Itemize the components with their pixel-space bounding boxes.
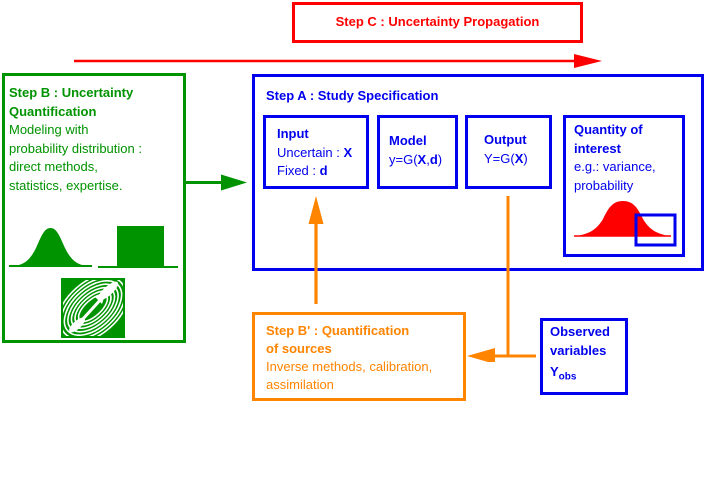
input-title: Input <box>277 126 309 141</box>
step-b-body-line4: statistics, expertise. <box>9 177 123 193</box>
uniform-distribution-icon <box>98 226 178 268</box>
observed-variable-symbol: Yobs <box>550 364 577 383</box>
sources-to-input-arrow-icon <box>308 196 324 304</box>
step-b-prime-body-line2: assimilation <box>266 377 334 392</box>
model-title: Model <box>389 133 427 148</box>
step-a-box: Step A : Study Specification Input Uncer… <box>252 74 704 271</box>
step-a-title: Step A : Study Specification <box>266 88 439 103</box>
output-title: Output <box>484 132 527 147</box>
observed-title-line2: variables <box>550 342 607 358</box>
step-b-prime-body-line1: Inverse methods, calibration, <box>266 359 433 374</box>
output-formula: Y=G(X) <box>484 150 528 166</box>
observed-title-line1: Observed <box>550 324 610 339</box>
input-box: Input Uncertain : X Fixed : d <box>263 115 369 189</box>
tail-probability-icon <box>574 201 677 247</box>
observed-to-sources-arrow-icon <box>467 196 536 362</box>
step-b-body-line2: probability distribution : <box>9 140 142 156</box>
uncertainty-propagation-arrow-icon <box>74 54 602 68</box>
quantity-title-line1: Quantity of <box>574 122 643 137</box>
step-b-body-line3: direct methods, <box>9 159 98 174</box>
gaussian-distribution-icon <box>9 228 92 267</box>
step-b-title-line1: Step B : Uncertainty <box>9 85 134 100</box>
input-fixed-line: Fixed : d <box>277 163 328 178</box>
quantity-title-line2: interest <box>574 140 621 156</box>
input-uncertain-line: Uncertain : X <box>277 144 353 160</box>
step-b-body-line1: Modeling with <box>9 122 89 137</box>
step-b-to-step-a-arrow-icon <box>186 174 247 191</box>
observed-variables-box: Observed variables Yobs <box>540 318 628 395</box>
step-b-title-line2: Quantification <box>9 103 97 119</box>
model-box: Model y=G(X,d) <box>377 115 458 189</box>
step-b-prime-title-line1: Step B' : Quantification <box>266 323 410 338</box>
step-b-prime-title-line2: of sources <box>266 341 332 356</box>
dependence-contour-arrow-icon <box>61 278 125 338</box>
step-b-prime-box: Step B' : Quantification of sources Inve… <box>252 312 466 401</box>
step-c-box: Step C : Uncertainty Propagation <box>292 2 583 43</box>
step-c-title: Step C : Uncertainty Propagation <box>335 14 540 30</box>
quantity-body-line1: e.g.: variance, <box>574 159 656 174</box>
output-box: Output Y=G(X) <box>465 115 552 189</box>
step-b-box: Step B : Uncertainty Quantification Mode… <box>2 73 186 343</box>
quantity-body-line2: probability <box>574 177 634 193</box>
model-formula: y=G(X,d) <box>389 151 443 167</box>
quantity-of-interest-box: Quantity of interest e.g.: variance, pro… <box>563 115 685 257</box>
